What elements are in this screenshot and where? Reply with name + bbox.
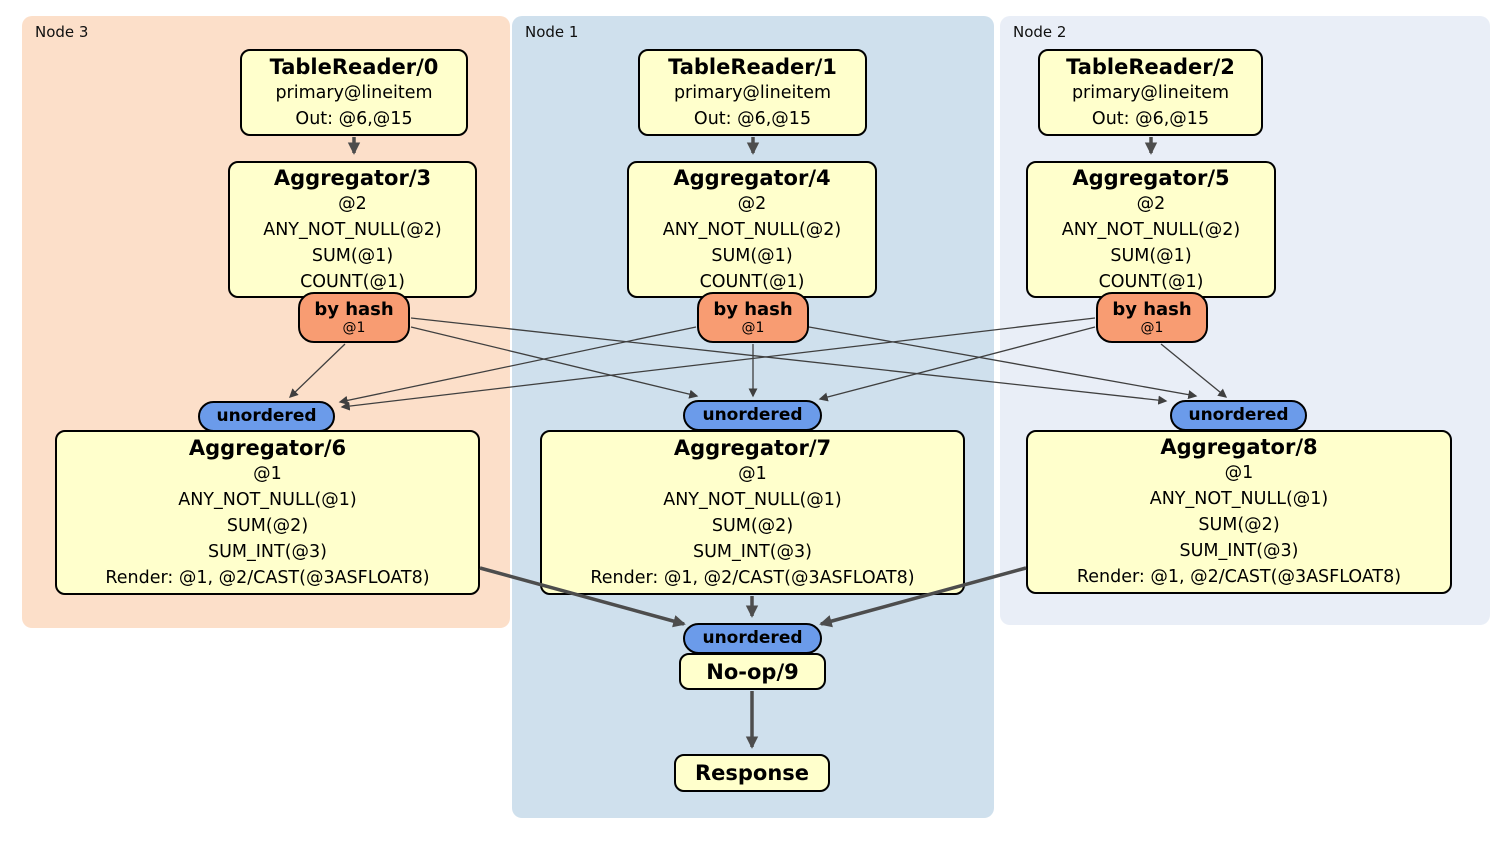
processor-line: @2 <box>338 193 367 214</box>
router-label: by hash <box>1112 299 1192 320</box>
processor-line: ANY_NOT_NULL(@2) <box>263 219 442 240</box>
edge-router1-sync0 <box>338 326 697 405</box>
processor-line: ANY_NOT_NULL(@1) <box>663 489 842 510</box>
edge-router2-sync0 <box>340 317 1096 411</box>
processor-no-op-9: No-op/9 <box>679 653 826 690</box>
node-label: Node 3 <box>35 23 89 41</box>
edge-router1-sync2 <box>808 326 1198 400</box>
edge-router0-sync2 <box>410 317 1168 405</box>
edge-router0-sync1 <box>410 326 699 399</box>
processor-aggregator-8: Aggregator/8 @1 ANY_NOT_NULL(@1) SUM(@2)… <box>1026 430 1452 594</box>
processor-line: Out: @6,@15 <box>1091 108 1210 129</box>
processor-line: primary@lineitem <box>275 82 433 103</box>
processor-title: TableReader/2 <box>1066 54 1235 79</box>
router-detail: @1 <box>741 320 765 336</box>
processor-title: Aggregator/5 <box>1072 165 1230 190</box>
processor-line: ANY_NOT_NULL(@2) <box>662 219 842 240</box>
processor-title: No-op/9 <box>706 659 799 684</box>
processor-line: COUNT(@1) <box>300 271 405 292</box>
sync-unordered-node3: unordered <box>198 401 335 432</box>
processor-line: Out: @6,@15 <box>295 108 413 129</box>
sync-label: unordered <box>1188 405 1289 425</box>
processor-title: TableReader/1 <box>668 54 837 79</box>
processor-aggregator-4: Aggregator/4 @2 ANY_NOT_NULL(@2) SUM(@1)… <box>627 161 877 298</box>
processor-aggregator-6: Aggregator/6 @1 ANY_NOT_NULL(@1) SUM(@2)… <box>55 430 480 595</box>
processor-line: SUM(@2) <box>226 515 309 536</box>
node-label: Node 2 <box>1013 23 1067 41</box>
processor-line: COUNT(@1) <box>699 271 805 292</box>
router-by-hash-node3: by hash @1 <box>298 292 410 343</box>
router-detail: @1 <box>342 320 366 336</box>
processor-title: Aggregator/6 <box>188 435 347 460</box>
processor-line: Render: @1, @2/CAST(@3ASFLOAT8) <box>105 567 430 588</box>
processor-line: COUNT(@1) <box>1098 271 1204 292</box>
processor-tablereader-1: TableReader/1 primary@lineitem Out: @6,@… <box>638 49 867 136</box>
processor-title: TableReader/0 <box>269 54 439 79</box>
processor-title: Aggregator/8 <box>1160 435 1318 459</box>
processor-line: SUM(@1) <box>311 245 394 266</box>
processor-aggregator-7: Aggregator/7 @1 ANY_NOT_NULL(@1) SUM(@2)… <box>540 430 965 595</box>
processor-title: Aggregator/3 <box>273 165 432 190</box>
processor-line: Render: @1, @2/CAST(@3ASFLOAT8) <box>1076 567 1402 587</box>
node-label: Node 1 <box>525 23 579 41</box>
processor-line: SUM(@2) <box>1198 515 1280 535</box>
processor-tablereader-2: TableReader/2 primary@lineitem Out: @6,@… <box>1038 49 1263 136</box>
processor-aggregator-3: Aggregator/3 @2 ANY_NOT_NULL(@2) SUM(@1)… <box>228 161 477 298</box>
processor-line: SUM_INT(@3) <box>208 541 327 562</box>
router-detail: @1 <box>1140 320 1164 336</box>
edge-aggregator8-final-sync <box>819 566 1027 628</box>
processor-line: SUM(@1) <box>1110 245 1192 266</box>
processor-line: primary@lineitem <box>673 82 832 103</box>
processor-line: SUM_INT(@3) <box>1179 541 1299 561</box>
edge-router0-sync0 <box>289 343 346 398</box>
router-by-hash-node1: by hash @1 <box>697 292 809 343</box>
processor-line: @1 <box>738 463 767 484</box>
processor-line: ANY_NOT_NULL(@2) <box>1061 219 1241 240</box>
processor-title: Aggregator/4 <box>673 165 831 190</box>
sync-label: unordered <box>216 406 317 426</box>
processor-response: Response <box>674 754 830 792</box>
processor-line: SUM(@1) <box>711 245 793 266</box>
sync-unordered-node1: unordered <box>683 400 822 431</box>
processor-line: @2 <box>737 193 767 214</box>
processor-aggregator-5: Aggregator/5 @2 ANY_NOT_NULL(@2) SUM(@1)… <box>1026 161 1276 298</box>
edge-router2-sync2 <box>1160 343 1228 398</box>
processor-line: Out: @6,@15 <box>693 108 812 129</box>
router-label: by hash <box>713 299 793 320</box>
processor-tablereader-0: TableReader/0 primary@lineitem Out: @6,@… <box>240 49 468 136</box>
processor-title: Aggregator/7 <box>673 435 832 460</box>
sync-unordered-final: unordered <box>683 623 822 654</box>
router-by-hash-node2: by hash @1 <box>1096 292 1208 343</box>
processor-line: ANY_NOT_NULL(@1) <box>178 489 357 510</box>
processor-line: @1 <box>253 463 282 484</box>
processor-line: SUM_INT(@3) <box>693 541 812 562</box>
sync-unordered-node2: unordered <box>1170 400 1307 431</box>
edge-router2-sync1 <box>818 326 1096 402</box>
sync-label: unordered <box>702 628 803 648</box>
processor-line: Render: @1, @2/CAST(@3ASFLOAT8) <box>590 567 915 588</box>
processor-line: @1 <box>1224 463 1254 483</box>
processor-line: ANY_NOT_NULL(@1) <box>1149 489 1329 509</box>
processor-line: @2 <box>1136 193 1166 214</box>
router-label: by hash <box>314 299 394 320</box>
processor-title: Response <box>694 761 810 785</box>
processor-line: primary@lineitem <box>1071 82 1230 103</box>
processor-line: SUM(@2) <box>711 515 794 536</box>
edge-aggregator6-final-sync <box>479 566 686 628</box>
sync-label: unordered <box>702 405 803 425</box>
